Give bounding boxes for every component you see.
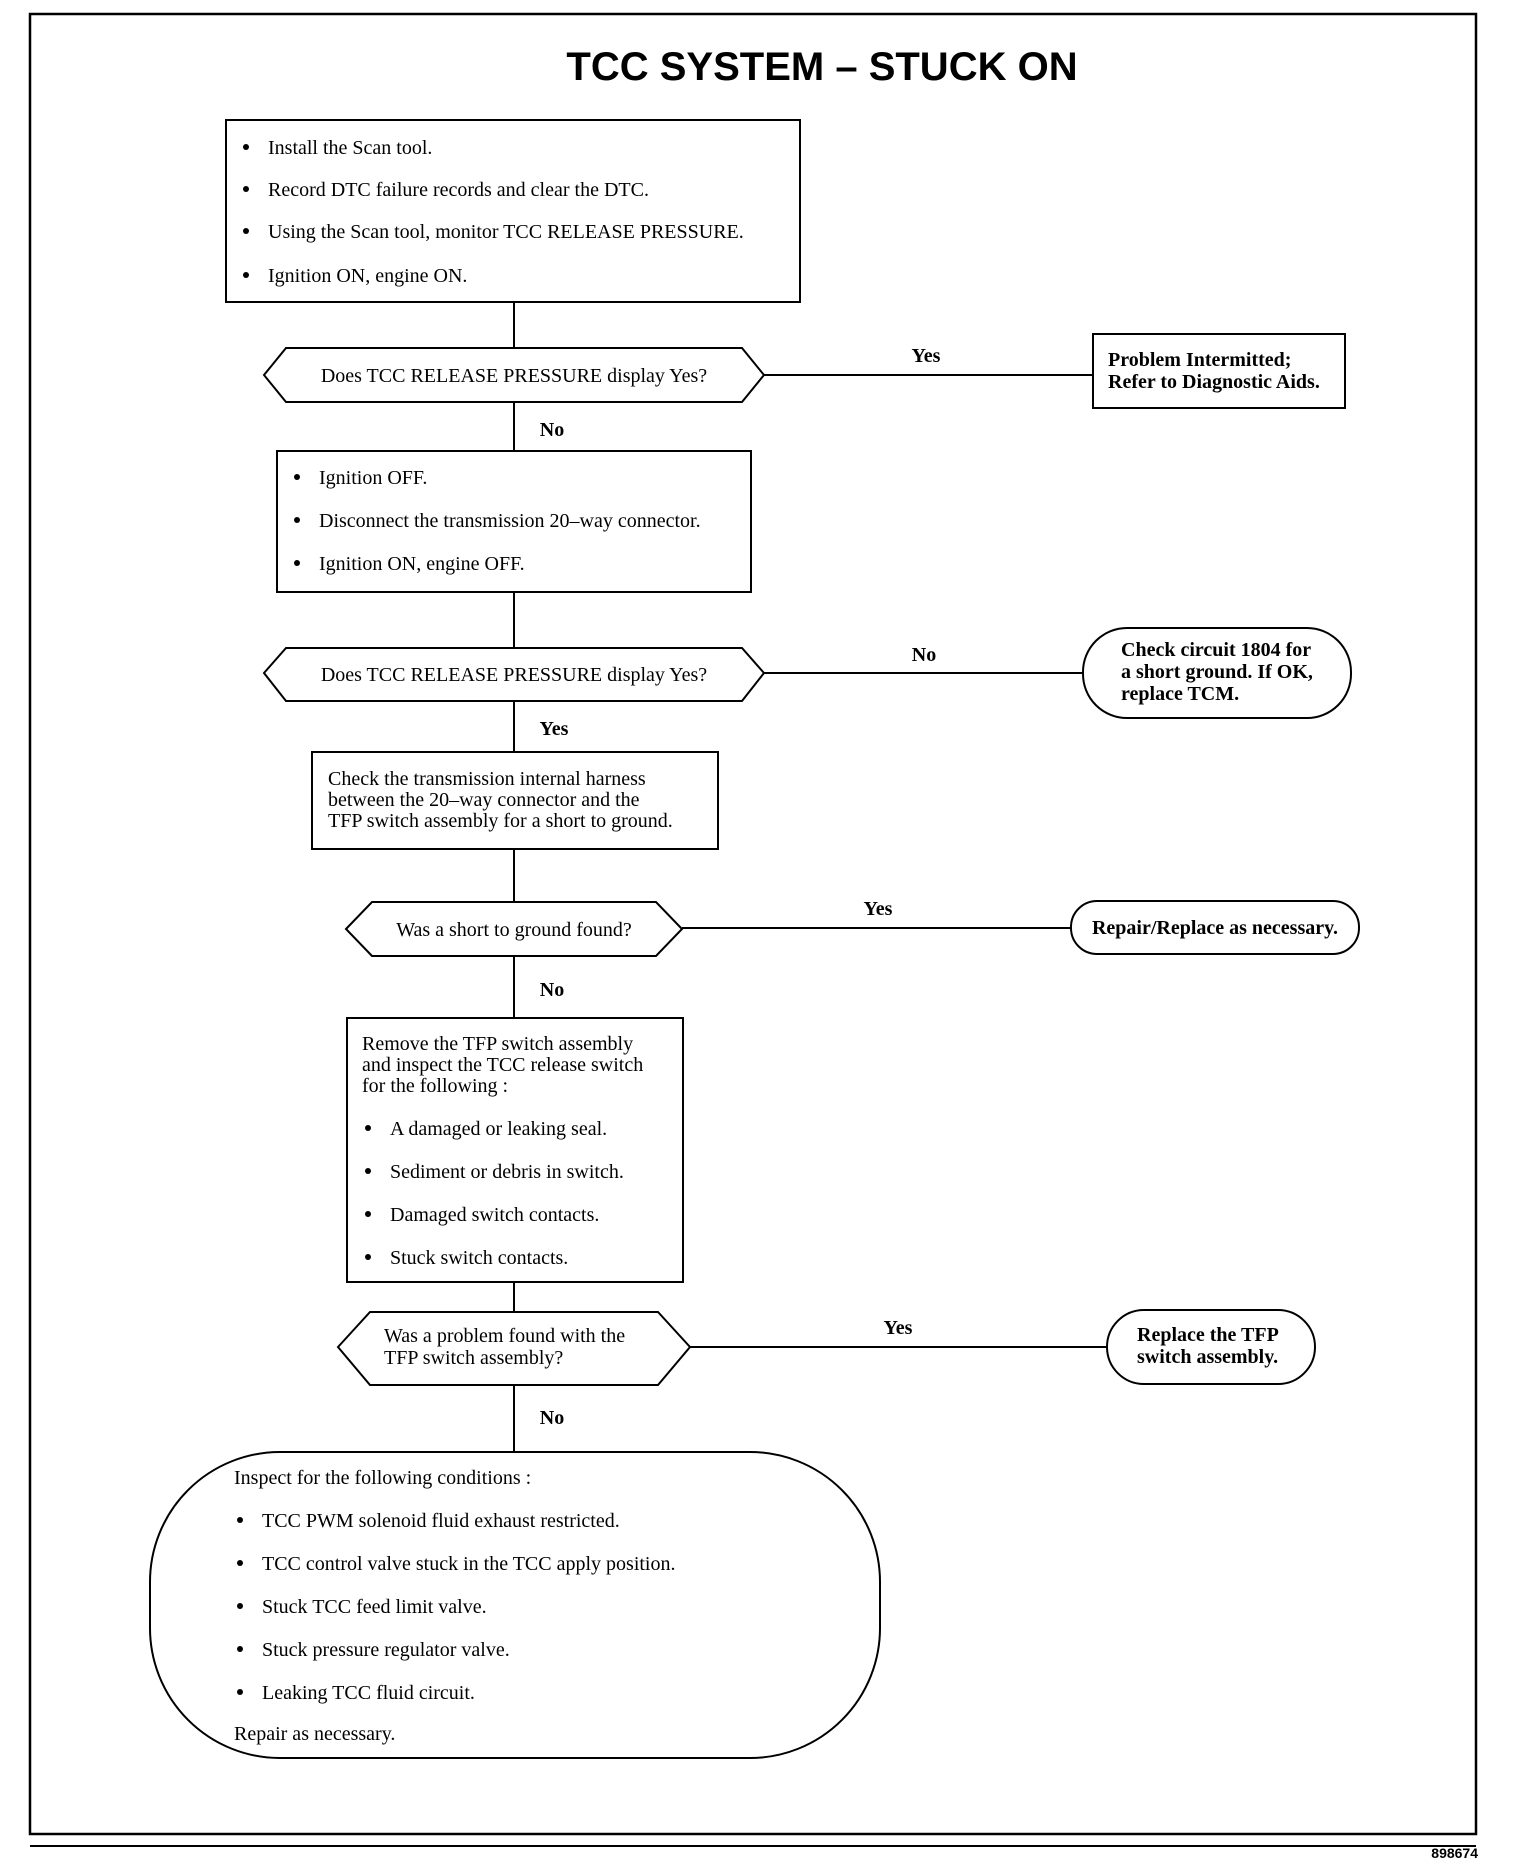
final-bullet-2: TCC control valve stuck in the TCC apply… (262, 1553, 676, 1575)
decision3-question: Was a short to ground found? (396, 919, 632, 941)
result2-box (1082, 627, 1352, 719)
result3-box (1070, 900, 1360, 955)
final-bullet-1: TCC PWM solenoid fluid exhaust restricte… (262, 1510, 620, 1532)
result1-box (1092, 333, 1346, 409)
connectors (513, 302, 1107, 1452)
decision3-no-label: No (540, 979, 564, 1001)
step4-bullets: A damaged or leaking seal. Sediment or d… (365, 1118, 624, 1269)
step2-box (276, 450, 752, 593)
result2-line-1: Check circuit 1804 for (1121, 639, 1311, 661)
decision4-yes-label: Yes (884, 1317, 913, 1339)
decision1-no-label: No (540, 419, 564, 441)
step4-box (346, 1017, 684, 1283)
final-heading: Inspect for the following conditions : (234, 1467, 531, 1489)
final-bullet-5: Leaking TCC fluid circuit. (262, 1682, 475, 1704)
step3-line-3: TFP switch assembly for a short to groun… (328, 810, 673, 832)
result4-line-1: Replace the TFP (1137, 1324, 1279, 1346)
step2-bullet-2: Disconnect the transmission 20–way conne… (319, 510, 701, 532)
step1-bullet-2: Record DTC failure records and clear the… (268, 179, 649, 201)
final-bullets: TCC PWM solenoid fluid exhaust restricte… (237, 1510, 676, 1704)
decision2-hexagon (262, 647, 766, 702)
step4-line-3: for the following : (362, 1075, 508, 1097)
decision2-no-label: No (912, 644, 936, 666)
step1-bullets: Install the Scan tool. Record DTC failur… (243, 137, 744, 287)
step1-bullet-4: Ignition ON, engine ON. (268, 265, 467, 287)
step3-box (311, 751, 719, 850)
result4-line-2: switch assembly. (1137, 1346, 1278, 1368)
step1-bullet-1: Install the Scan tool. (268, 137, 432, 159)
result1-line-2: Refer to Diagnostic Aids. (1108, 371, 1320, 393)
final-bullet-3: Stuck TCC feed limit valve. (262, 1596, 487, 1618)
step3-line-2: between the 20–way connector and the (328, 789, 640, 811)
step4-bullet-1: A damaged or leaking seal. (390, 1118, 607, 1140)
decision4-no-label: No (540, 1407, 564, 1429)
decision2-yes-label: Yes (540, 718, 569, 740)
decision3-hexagon (344, 901, 684, 957)
figure-number: 898674 (1431, 1845, 1478, 1860)
page-title: TCC SYSTEM – STUCK ON (566, 45, 1077, 89)
step4-line-2: and inspect the TCC release switch (362, 1054, 643, 1076)
step4-bullet-4: Stuck switch contacts. (390, 1247, 568, 1269)
result3-text: Repair/Replace as necessary. (1092, 917, 1338, 939)
step4-bullet-3: Damaged switch contacts. (390, 1204, 599, 1226)
decision3-yes-label: Yes (864, 898, 893, 920)
decision1-yes-label: Yes (912, 345, 941, 367)
step2-bullet-3: Ignition ON, engine OFF. (319, 553, 525, 575)
step1-box (225, 119, 801, 303)
step1-bullet-3: Using the Scan tool, monitor TCC RELEASE… (268, 221, 744, 243)
final-bullet-4: Stuck pressure regulator valve. (262, 1639, 510, 1661)
final-box (149, 1451, 881, 1759)
result2-line-2: a short ground. If OK, (1121, 661, 1313, 683)
final-footer: Repair as necessary. (234, 1723, 395, 1745)
result4-box (1106, 1309, 1316, 1385)
decision2-question: Does TCC RELEASE PRESSURE display Yes? (321, 664, 707, 686)
step4-bullet-2: Sediment or debris in switch. (390, 1161, 624, 1183)
step2-bullets: Ignition OFF. Disconnect the transmissio… (294, 467, 701, 575)
step3-line-1: Check the transmission internal harness (328, 768, 646, 790)
page-border (28, 12, 1478, 1836)
decision1-hexagon (262, 347, 766, 403)
result2-line-3: replace TCM. (1121, 683, 1239, 705)
step4-line-1: Remove the TFP switch assembly (362, 1033, 633, 1055)
result1-line-1: Problem Intermitted; (1108, 349, 1291, 371)
decision4-line-2: TFP switch assembly? (384, 1347, 563, 1369)
decision4-hexagon (336, 1311, 692, 1386)
decision4-line-1: Was a problem found with the (384, 1325, 625, 1347)
step2-bullet-1: Ignition OFF. (319, 467, 427, 489)
decision1-question: Does TCC RELEASE PRESSURE display Yes? (321, 365, 707, 387)
